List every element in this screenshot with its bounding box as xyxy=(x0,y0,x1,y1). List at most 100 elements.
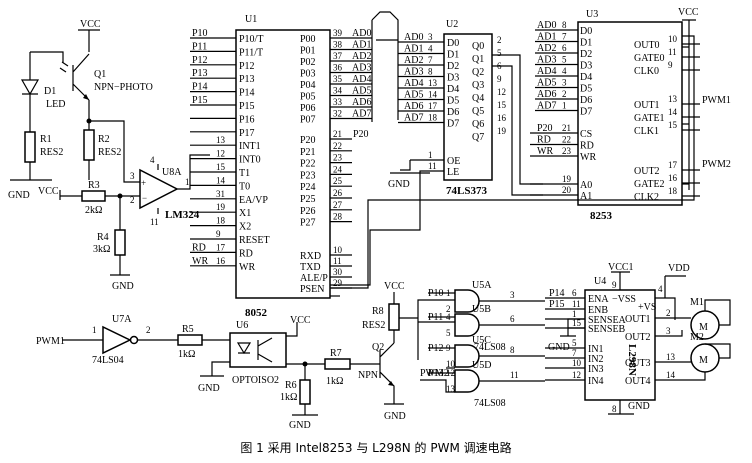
u1-right-net-7: AD7 xyxy=(352,109,371,120)
u2-left-num-4: 13 xyxy=(428,78,438,88)
u1-right-label-17: TXD xyxy=(300,262,321,273)
vdd-label: VDD xyxy=(668,263,690,274)
u3-right-label-3: OUT1 xyxy=(634,100,660,111)
q2-transistor: Q2 NPN GND VCC R8 RES2 xyxy=(358,281,455,422)
u4-gnd-pin: 8 xyxy=(612,404,617,414)
u8a-part: LM324 xyxy=(165,209,200,221)
u6-ref: U6 xyxy=(236,320,248,331)
u2-left-label-1: D1 xyxy=(447,50,459,61)
u4-pins: ENA6P14ENB11P15SENSEA1SENSEB15IN15IN27IN… xyxy=(545,288,676,387)
u1-left-label-12: EA/VP xyxy=(239,195,268,206)
u1-right-label-10: P22 xyxy=(300,159,316,170)
and-pin-out-2: 8 xyxy=(510,345,515,355)
u1-right-net-1: AD1 xyxy=(352,40,371,51)
vcc-label-r8: VCC xyxy=(384,281,405,292)
u1-right-label-2: P02 xyxy=(300,57,316,68)
u1-right-num-9: 22 xyxy=(333,141,342,151)
u3-right-num-4: 14 xyxy=(668,107,678,117)
u1-left-net-2: P12 xyxy=(192,55,208,66)
u4-vs: +VS xyxy=(638,302,656,313)
u1-right-label-18: ALE/P xyxy=(300,273,328,284)
u3-left-label-3: D3 xyxy=(580,61,592,72)
u3-pins: D08AD0D17AD1D26AD2D35AD3D44AD4D53AD5D62A… xyxy=(530,20,700,203)
vcc1-label: VCC1 xyxy=(608,262,634,273)
u3-left-net-4: AD4 xyxy=(537,66,556,77)
u2-left-num-0: 3 xyxy=(428,32,433,42)
u4-left-label-5: IN2 xyxy=(588,354,604,365)
u3-right-num-8: 18 xyxy=(668,186,678,196)
u1-left-label-8: INT1 xyxy=(239,141,261,152)
r6-ref: R6 xyxy=(285,380,297,391)
and-pin-b-3: 13 xyxy=(446,384,456,394)
u2-left-label-4: D4 xyxy=(447,84,459,95)
u1-left-label-11: T0 xyxy=(239,181,250,192)
sensor-stage: VCC Q1 NPN−PHOTO D1 LED R1 RES2 GND R2 R… xyxy=(8,19,210,292)
u2-left-net-5: AD5 xyxy=(404,90,423,101)
u2-right-num-7: 19 xyxy=(497,126,507,136)
and-pin-out-0: 3 xyxy=(510,290,515,300)
u1-right-num-15: 28 xyxy=(333,212,343,222)
u3-right-label-6: OUT2 xyxy=(634,166,660,177)
u1-left-num-15: 9 xyxy=(216,229,221,239)
gnd-label-sense: GND xyxy=(548,342,570,353)
u2-right-label-0: Q0 xyxy=(472,41,484,52)
u1-right-num-7: 32 xyxy=(333,109,342,119)
and-gate-3 xyxy=(454,369,480,393)
u3-left-net-2: AD2 xyxy=(537,43,556,54)
u1-right-label-7: P07 xyxy=(300,115,316,126)
u2-left-label-3: D3 xyxy=(447,73,459,84)
u4-right-num-2: 13 xyxy=(666,352,676,362)
u4-left-label-7: IN4 xyxy=(588,376,604,387)
u3-8253: U3 8253 D08AD0D17AD1D26AD2D35AD3D44AD4D5… xyxy=(330,7,731,289)
u3-left-label-0: D0 xyxy=(580,26,592,37)
u4-part: L298N xyxy=(626,344,638,376)
pwm2-net-label: PWM2 xyxy=(702,159,731,170)
and-part-3: 74LS08 xyxy=(474,398,506,409)
u1-left-num-9: 12 xyxy=(216,149,225,159)
ale-wire xyxy=(330,170,444,286)
u3-ref: U3 xyxy=(586,9,598,20)
u3-left-num-4: 4 xyxy=(562,66,567,76)
m1-ref: M1 xyxy=(690,297,704,308)
u2-left-num-2: 7 xyxy=(428,55,433,65)
and-ref-2: U5C xyxy=(472,335,491,346)
u2-right-num-0: 2 xyxy=(497,35,502,45)
u4-left-num-0: 6 xyxy=(572,288,577,298)
and-pwm2-label: PWM2 xyxy=(420,368,449,379)
u8a-pin-11: 11 xyxy=(150,217,159,227)
gnd-label-2: GND xyxy=(112,281,134,292)
u1-right-label-14: P26 xyxy=(300,206,316,217)
u4-vss: −VSS xyxy=(612,294,636,305)
u1-left-label-16: RD xyxy=(239,248,253,259)
u1-right-num-18: 30 xyxy=(333,267,343,277)
u3-right-label-8: CLK2 xyxy=(634,192,659,203)
u2-left-net-1: AD1 xyxy=(404,44,423,55)
u8a-pin-1: 1 xyxy=(185,177,190,187)
u1-right-net-4: AD4 xyxy=(352,74,371,85)
q1-type: NPN−PHOTO xyxy=(94,82,153,93)
u1-left-num-11: 14 xyxy=(216,175,226,185)
d1-ref: D1 xyxy=(44,86,56,97)
gnd-label-1: GND xyxy=(8,190,30,201)
u1-right-label-19: PSEN xyxy=(300,284,324,295)
u1-right-label-0: P00 xyxy=(300,34,316,45)
u1-left-label-13: X1 xyxy=(239,208,251,219)
u3-left-num-7: 1 xyxy=(562,101,567,111)
u3-left-label-10: WR xyxy=(580,152,596,163)
u1-left-label-6: P16 xyxy=(239,114,255,125)
u1-right-label-3: P03 xyxy=(300,69,316,80)
u2-left-label-5: D5 xyxy=(447,96,459,107)
r8-val: RES2 xyxy=(362,320,385,331)
u1-right-net-5: AD5 xyxy=(352,86,371,97)
u1-left-label-1: P11/T xyxy=(239,47,263,58)
r1-ref: R1 xyxy=(40,134,52,145)
vcc-label-u3: VCC xyxy=(678,7,699,18)
r7-val: 1kΩ xyxy=(326,376,343,387)
u3-left-num-10: 23 xyxy=(562,146,572,156)
u3-left-label-11: A0 xyxy=(580,180,592,191)
u2-left-num-7: 18 xyxy=(428,113,438,123)
u1-right-num-17: 11 xyxy=(333,256,342,266)
and-pin-b-0: 2 xyxy=(446,304,451,314)
u1-right-num-4: 35 xyxy=(333,74,343,84)
m1-sym: M xyxy=(699,322,708,333)
